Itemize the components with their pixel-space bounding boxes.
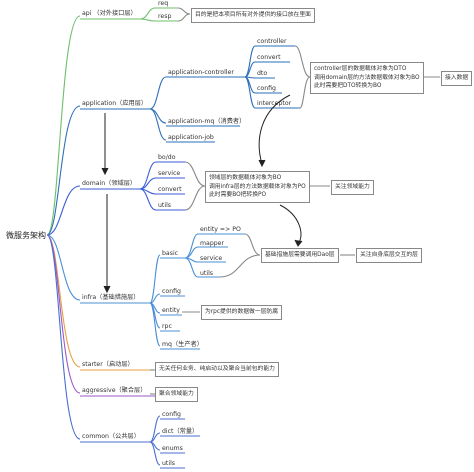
common-child-utils: utils <box>162 460 176 467</box>
connector-infra <box>46 234 81 301</box>
controller-child-convert: convert <box>257 54 281 61</box>
infra-child-entity: entity <box>162 307 180 314</box>
controller-child-config: config <box>257 85 276 92</box>
common-child-dict: dict（常量） <box>162 428 199 435</box>
branch-domain: domain（领域层） <box>82 180 137 187</box>
branch-application: application（应用层） <box>82 100 148 107</box>
domain-note-line-3: 此时需要BO把转换PO <box>209 192 267 198</box>
branch-api: api （对外接口层） <box>82 10 137 17</box>
branch-common: common（公共层） <box>82 433 140 440</box>
aggressive-note: 聚合领域能力 <box>155 387 198 402</box>
infra-note: 基础措施层需要调用Dao层 <box>261 248 339 263</box>
infra-child-mq: mq（生产者） <box>162 341 203 348</box>
application-controller: application-controller <box>168 69 234 76</box>
branch-aggressive: aggressive（聚合层） <box>82 387 147 394</box>
domain-child-bodo: bo/do <box>158 154 176 161</box>
connector-api <box>46 15 81 236</box>
api-note: 目的是把本项目所有对外提供的接口放在里面 <box>191 8 315 23</box>
connector-domain <box>46 185 81 236</box>
infra-child-rpc: rpc <box>162 323 172 330</box>
domain-note-line-2: 调用infra层的方法数据载体对象为PO <box>209 183 306 190</box>
starter-note: 无关任何业务、纯启动以及聚合当前包的能力 <box>155 362 279 377</box>
infra-basic: basic <box>162 250 179 257</box>
domain-child-utils: utils <box>158 202 172 209</box>
connector-starter <box>46 234 81 368</box>
controller-child-dto: dto <box>257 70 268 77</box>
api-child-req: req <box>158 0 169 7</box>
domain-note2: 关注领域能力 <box>331 180 374 195</box>
application-note2: 接入数据 <box>441 71 473 86</box>
connector-common <box>46 234 81 440</box>
infra-child-config: config <box>162 288 181 295</box>
domain-child-service: service <box>158 170 181 177</box>
branch-infra: infra（基础措施层） <box>82 294 140 301</box>
flow-arrow-domain-note-to-infra-note <box>279 204 302 245</box>
application-note: controller层的数据载体对象为DTO 调用domain层的方法数据载体对… <box>310 62 424 94</box>
basic-child-service: service <box>200 255 223 262</box>
basic-child-utils: utils <box>200 270 214 277</box>
controller-child-interceptor: interceptor <box>257 100 292 107</box>
infra-note2: 关注自身底层交互的层 <box>356 248 422 263</box>
api-child-resp: resp <box>158 13 172 20</box>
root-node: 微服务架构 <box>6 231 46 240</box>
domain-child-convert: convert <box>158 186 182 193</box>
connector-application <box>46 105 81 236</box>
flow-arrow-note-to-domain-note <box>258 94 291 165</box>
domain-note: 领域层的数据载体对象为BO 调用infra层的方法数据载体对象为PO 此时需要B… <box>205 171 310 203</box>
application-note-line-3: 此时需要把DTO转换为BO <box>314 83 382 89</box>
application-note-line-1: controller层的数据载体对象为DTO <box>314 66 407 72</box>
common-child-config: config <box>162 411 181 418</box>
common-child-enums: enums <box>162 445 183 452</box>
basic-child-mapper: mapper <box>200 240 225 247</box>
application-job: application-job <box>168 134 214 141</box>
branch-starter: starter（启动层） <box>82 361 134 368</box>
basic-child-entity: entity => PO <box>200 226 241 233</box>
application-mq: application-mq（消费者） <box>168 118 246 125</box>
infra-entity-note: 为rpc提供的数据做一层防腐 <box>201 305 283 320</box>
domain-note-line-1: 领域层的数据载体对象为BO <box>209 175 282 181</box>
controller-child-controller: controller <box>257 38 287 45</box>
application-note-line-2: 调用domain层的方法数据载体对象为BO <box>314 74 420 81</box>
